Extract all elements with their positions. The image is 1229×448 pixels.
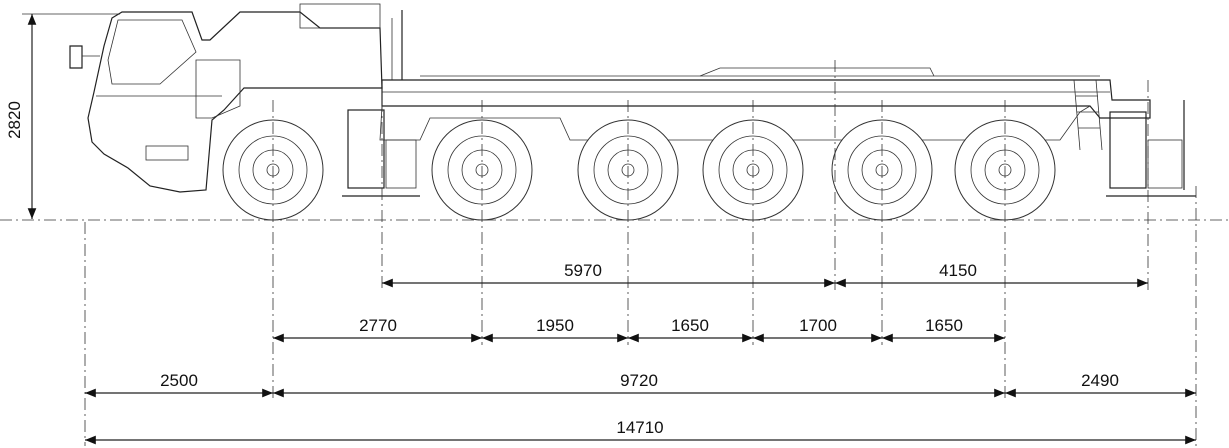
dimension-row-outrigger: 5970 4150	[382, 261, 1148, 288]
dim-1700: 1700	[799, 316, 837, 335]
vehicle-body	[69, 3, 1196, 197]
dim-1650-a: 1650	[671, 316, 709, 335]
dim-4150: 4150	[939, 261, 977, 280]
dim-1950: 1950	[536, 316, 574, 335]
height-label: 2820	[5, 101, 24, 139]
extension-lines	[84, 60, 1197, 446]
height-dimension: 2820	[5, 13, 120, 219]
dim-5970: 5970	[564, 261, 602, 280]
dim-9720: 9720	[620, 371, 658, 390]
dimension-row-overall: 14710	[85, 418, 1196, 445]
dimension-row-axles: 2770 1950 1650 1700 1650	[273, 316, 1005, 343]
dim-2770: 2770	[359, 316, 397, 335]
dimension-row-overhangs: 2500 9720 2490	[85, 371, 1196, 398]
dim-1650-b: 1650	[925, 316, 963, 335]
dim-2500: 2500	[160, 371, 198, 390]
dim-2490: 2490	[1081, 371, 1119, 390]
dim-14710: 14710	[616, 418, 663, 437]
